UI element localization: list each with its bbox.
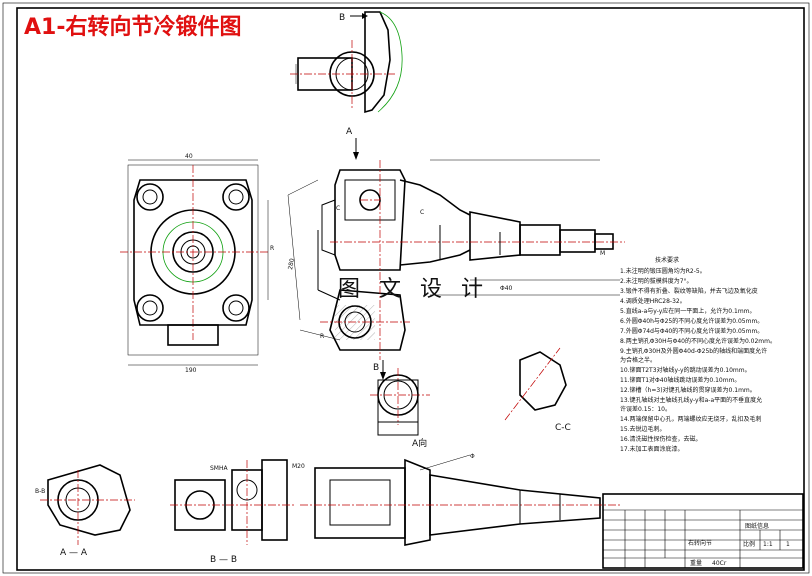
section-aa-label: A — A [60, 548, 88, 558]
title-block: 右转向节 图纸信息 比例 1:1 1 重量 40Cr [602, 493, 804, 569]
svg-text:40: 40 [185, 153, 193, 160]
tech-item: 16.清洗磁性探伤检查，去磁。 [620, 435, 702, 443]
tech-item: 11.铆面T1对Φ40轴线跳动误差为0.10mm。 [620, 376, 740, 384]
tech-item: 10.铆面T2T3对轴线y-y的跳动误差为0.10mm。 [620, 366, 751, 374]
flange-view: 40 190 R [120, 153, 274, 374]
section-bb-label: B — B [210, 555, 237, 565]
b-arrow-label: B [339, 13, 345, 23]
tech-item: 2.未注明的拔模斜度为7°。 [620, 277, 693, 285]
title-block-scale-label: 比例 [743, 540, 755, 548]
b-direction-view: B A向 [370, 360, 430, 449]
tech-item: 15.去锐边毛刺。 [620, 425, 666, 433]
section-cc-label: C-C [555, 423, 571, 433]
tech-item: 13.键孔轴线对主轴线孔线y-y和a-a平面的不垂直度允 [620, 396, 762, 404]
svg-text:Φ: Φ [470, 453, 475, 460]
svg-text:M: M [600, 250, 605, 257]
tech-item: 许误差0.15：10。 [620, 405, 671, 413]
svg-text:B-B: B-B [35, 488, 45, 495]
tech-item: 1.未注明的锻压圆角均为R2-5。 [620, 267, 706, 275]
c-mark-2: C [420, 209, 424, 216]
tech-item: 3.锻件不得有折叠、裂纹等缺陷，并去飞边及氧化皮 [620, 287, 758, 295]
section-cc: C-C C C [336, 205, 571, 433]
tech-item: 为合格之半。 [620, 356, 656, 364]
technical-requirements: 技术要求 1.未注明的锻压圆角均为R2-5。 2.未注明的拔模斜度为7°。 3.… [620, 256, 776, 453]
section-aa: B-B A — A [35, 464, 135, 558]
title-block-company: 图纸信息 [745, 522, 769, 530]
svg-text:280: 280 [287, 258, 296, 271]
title-block-sheet-value: 1 [786, 541, 790, 548]
watermark-text: 图 文 设 计 [338, 277, 489, 302]
c-mark-1: C [336, 205, 340, 212]
title-block-material: 40Cr [712, 560, 727, 567]
tech-item: 5.直线a-a与y-y应在同一平面上，允许为0.1mm。 [620, 307, 756, 315]
top-partial-view: B [290, 11, 403, 114]
title-block-scale-value: 1:1 [763, 541, 773, 548]
tech-item: 6.外圆Φ40h与Φ25的不同心度允许误差为0.05mm。 [620, 317, 763, 325]
drawing-title: A1-右转向节冷锻件图 [24, 14, 241, 40]
main-view: A 280 M Φ40 R [287, 127, 625, 360]
a-arrow-label: A [346, 127, 353, 137]
tech-item: 17.未加工表面涂底漆。 [620, 445, 684, 453]
svg-text:SMHA: SMHA [210, 465, 228, 472]
svg-text:R: R [270, 245, 274, 252]
tech-item: 14.两端保留中心孔，两端螺纹应无烧牙，乱扣及毛刺 [620, 415, 762, 423]
spindle-view: Φ [300, 453, 620, 546]
title-block-weight-label: 重量 [690, 559, 702, 567]
inner-border [16, 7, 805, 571]
tech-requirements-heading: 技术要求 [655, 256, 679, 264]
a-direction-label: A向 [412, 437, 427, 449]
section-bb: SMHA M20 B — B [170, 459, 305, 565]
svg-text:R: R [320, 333, 324, 340]
tech-item: 9.主销孔Φ30H及外圆Φ40d-Φ25b的轴线和端面度允许 [620, 347, 767, 355]
b-arrow2-label: B [373, 363, 379, 373]
tech-item: 12.铆槽（h=3)对键孔轴线的贯穿误差为0.1mm。 [620, 386, 756, 394]
svg-text:M20: M20 [292, 463, 305, 470]
tech-item: 8.两主销孔Φ30H与Φ40的不同心度允许误差为0.02mm。 [620, 337, 776, 345]
tech-item: 7.外圆Φ74d与Φ40的不同心度允许误差为0.05mm。 [620, 327, 763, 335]
title-block-part-name: 右转向节 [688, 539, 712, 547]
svg-text:190: 190 [185, 367, 197, 374]
tech-item: 4.调质处理HRC28-32。 [620, 297, 686, 305]
svg-text:Φ40: Φ40 [500, 285, 513, 292]
